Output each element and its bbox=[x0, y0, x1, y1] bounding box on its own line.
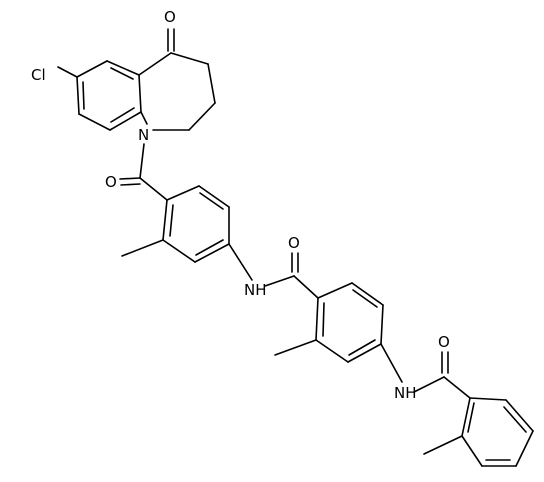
bond bbox=[443, 376, 471, 399]
bond bbox=[138, 74, 142, 113]
bond bbox=[110, 107, 135, 123]
bond bbox=[170, 52, 209, 65]
bond bbox=[317, 282, 353, 299]
amide-nh-2-label: NH bbox=[394, 384, 417, 402]
bond bbox=[121, 239, 164, 257]
atom-labels: Cl N O O NH O NH O bbox=[31, 8, 450, 402]
bond bbox=[140, 111, 148, 125]
bond bbox=[228, 243, 253, 281]
bond bbox=[106, 60, 140, 76]
bond bbox=[461, 435, 483, 467]
bond bbox=[198, 185, 230, 208]
bond bbox=[162, 199, 168, 241]
bond bbox=[195, 239, 224, 256]
bond bbox=[264, 275, 295, 287]
bond bbox=[82, 81, 85, 110]
bond bbox=[380, 343, 403, 383]
bond bbox=[515, 430, 534, 467]
bond bbox=[348, 339, 376, 356]
bond bbox=[347, 343, 382, 363]
bond bbox=[57, 66, 78, 78]
bond bbox=[413, 376, 445, 393]
bond bbox=[380, 304, 384, 345]
bond bbox=[139, 143, 145, 179]
bond bbox=[109, 111, 142, 131]
bond bbox=[120, 183, 141, 186]
bond bbox=[199, 192, 224, 210]
bond bbox=[139, 177, 168, 201]
bond bbox=[119, 177, 141, 180]
amide-oxygen-3-label: O bbox=[438, 333, 450, 351]
amide-oxygen-2-label: O bbox=[288, 234, 300, 252]
bond bbox=[469, 397, 507, 401]
chlorine-label: Cl bbox=[31, 66, 46, 84]
bond bbox=[503, 406, 527, 433]
bond bbox=[293, 275, 319, 299]
bond bbox=[315, 339, 349, 363]
bond bbox=[110, 67, 134, 80]
bond bbox=[207, 63, 216, 104]
bond bbox=[188, 102, 216, 131]
bond bbox=[166, 185, 200, 201]
bond bbox=[169, 204, 174, 237]
bonds bbox=[57, 28, 534, 467]
bond bbox=[315, 297, 319, 341]
bond bbox=[194, 243, 230, 263]
bond bbox=[76, 60, 108, 78]
ketone-oxygen-label: O bbox=[164, 8, 176, 26]
bond bbox=[352, 289, 378, 308]
bond bbox=[162, 239, 196, 263]
bond bbox=[322, 302, 325, 337]
bond bbox=[461, 397, 471, 437]
bond bbox=[274, 339, 317, 356]
bond bbox=[78, 113, 111, 131]
bond bbox=[467, 402, 475, 433]
amide-nh-1-label: NH bbox=[244, 281, 267, 299]
bond bbox=[351, 282, 384, 306]
azepine-carbonyl-oxygen-label: O bbox=[105, 173, 117, 191]
bond bbox=[138, 52, 172, 76]
bond bbox=[505, 399, 534, 432]
bond bbox=[423, 435, 463, 455]
bond bbox=[76, 76, 80, 115]
ring-nitrogen-label: N bbox=[138, 126, 149, 144]
